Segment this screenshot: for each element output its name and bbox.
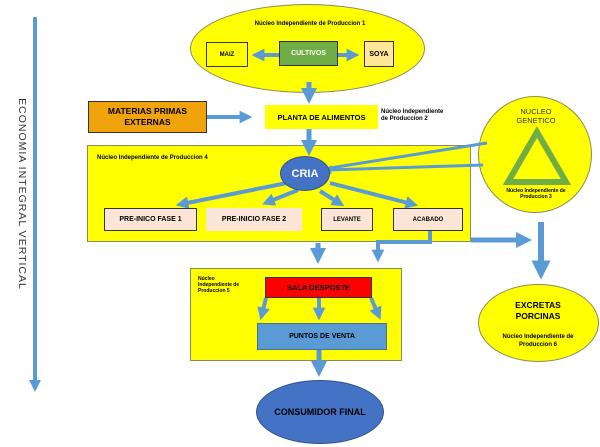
arrow-genetico-cria <box>322 163 484 175</box>
stage-label-4: ACABADO <box>412 216 444 223</box>
arrow-acabado-l <box>371 230 432 263</box>
nucleus4-title: Núcleo Independiente de Produccion 4 <box>97 155 208 161</box>
cultivos-label: CULTIVOS <box>291 50 326 57</box>
materias-line2: EXTERNAS <box>124 117 171 127</box>
excretas-line1: EXCRETAS <box>515 300 561 310</box>
sala-label: SALA DESPOSTE <box>286 283 351 292</box>
arrow-cria-stage3 <box>318 189 345 207</box>
excretas-line2: PORCINAS <box>515 311 561 321</box>
arrow-genetico-cria-2 <box>329 141 488 170</box>
nucleus1-title: Núcleo Independiente de Produccion 1 <box>254 21 366 27</box>
genetico-title-line1: NUCLEO <box>520 107 552 116</box>
excretas-ellipse <box>478 284 599 362</box>
stage-box-4: ACABADO <box>393 208 463 231</box>
puntos-label: PUNTOS DE VENTA <box>289 333 355 340</box>
arrow-cria-stage1 <box>175 181 288 210</box>
soya-box: SOYA <box>364 41 394 67</box>
arrow-cria-stage4 <box>329 181 419 209</box>
genetico-triangle <box>502 126 572 185</box>
excretas-title: EXCRETAS PORCINAS <box>496 299 580 323</box>
stage-box-2: PRE-INICIO FASE 2 <box>206 208 302 231</box>
planta-label: PLANTA DE ALIMENTOS <box>277 112 366 122</box>
cria-label: CRIA <box>291 167 319 180</box>
planta-nucleus: Núcleo Independiente de Produccion 2 <box>381 109 444 122</box>
genetico-title: NUCLEO GENETICO <box>496 104 576 128</box>
stage-label-1: PRE-INICO FASE 1 <box>119 216 182 223</box>
maiz-label: MAIZ <box>219 51 235 58</box>
stage-box-3: LEVANTE <box>321 208 373 231</box>
materias-line1: MATERIAS PRIMAS <box>107 106 188 116</box>
stage-label-3: LEVANTE <box>333 216 361 223</box>
soya-label: SOYA <box>369 50 389 58</box>
nucleus5-title: Núcleo Independiente de Produccion 5 <box>198 276 240 294</box>
consumidor-ellipse: CONSUMIDOR FINAL <box>256 380 384 444</box>
excretas-nucleus: Núcleo Independiente de Produccion 6 <box>502 334 574 348</box>
arrow-cria-stage2 <box>262 188 299 206</box>
stage-box-1: PRE-INICO FASE 1 <box>104 208 197 231</box>
genetico-nucleus: Núcleo Independiente de Produccion 3 <box>506 188 566 200</box>
arrow-sala-puntos-right <box>369 297 382 320</box>
puntos-box: PUNTOS DE VENTA <box>257 323 387 350</box>
genetico-title-line2: GENETICO <box>516 116 556 125</box>
maiz-box: MAIZ <box>206 42 248 67</box>
consumidor-label: CONSUMIDOR FINAL <box>274 407 366 417</box>
planta-box: PLANTA DE ALIMENTOS <box>265 105 378 129</box>
sala-box: SALA DESPOSTE <box>265 277 372 298</box>
cria-ellipse: CRIA <box>280 156 330 191</box>
materias-box: MATERIAS PRIMAS EXTERNAS <box>88 101 207 133</box>
cultivos-box: CULTIVOS <box>279 41 338 66</box>
genetico-circle <box>478 96 592 213</box>
stage-label-2: PRE-INICIO FASE 2 <box>221 216 287 223</box>
arrow-sala-puntos-left <box>257 297 270 321</box>
